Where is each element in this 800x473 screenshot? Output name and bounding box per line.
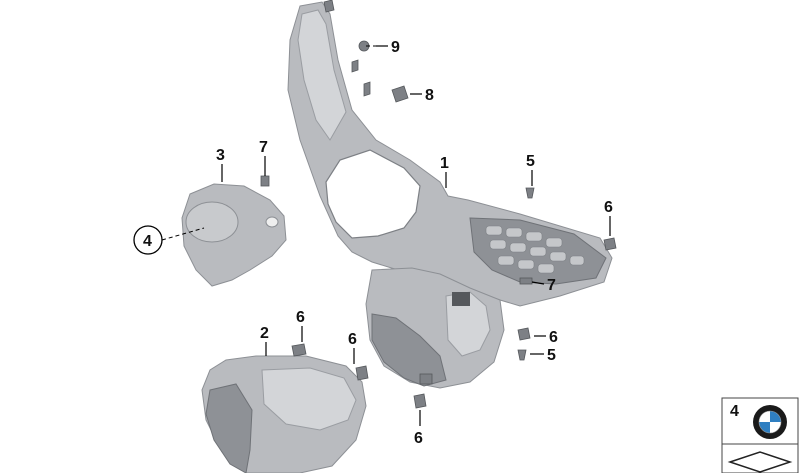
callout-4-circle [133, 225, 163, 255]
callout-7-right: 7 [547, 277, 556, 294]
part-7-left-screw [260, 175, 270, 187]
part-1-side-trim [287, 0, 613, 389]
part-5-bottom-screw [517, 349, 527, 361]
part-5-top-screw [525, 187, 535, 199]
callout-2: 2 [260, 325, 269, 342]
callout-lines [161, 45, 611, 426]
callout-6-topright: 6 [604, 199, 613, 216]
legend-item-number: 4 [730, 403, 739, 420]
callout-5-top: 5 [526, 153, 535, 170]
part-8-clip [391, 85, 409, 103]
bmw-logo-icon [753, 405, 787, 439]
part-7-right-screw [519, 277, 533, 285]
legend-box: 4 [721, 397, 799, 473]
callout-6-bottom: 6 [414, 430, 423, 447]
callout-3: 3 [216, 147, 225, 164]
part-6-left-nut [291, 343, 307, 357]
part-6-midright-nut [517, 327, 531, 341]
part-6-bottom-nut [413, 393, 427, 409]
wedge-shape-icon [727, 451, 793, 473]
part-6-topright-nut [603, 237, 617, 251]
hardware-items [260, 40, 617, 409]
callout-labels: 9 8 1 3 7 5 6 7 6 5 2 6 6 6 4 [133, 39, 613, 447]
part-6-center-nut [355, 365, 369, 381]
part-3-round-cover [181, 183, 287, 287]
callout-7-left: 7 [259, 139, 268, 156]
callout-1: 1 [440, 155, 449, 172]
callout-5-bottom: 5 [547, 347, 556, 364]
callout-6-left: 6 [296, 309, 305, 326]
part-2-lower-cover [201, 355, 367, 473]
callout-4: 4 [143, 233, 152, 250]
callout-6-center: 6 [348, 331, 357, 348]
callout-6-midright: 6 [549, 329, 558, 346]
callout-8: 8 [425, 87, 434, 104]
callout-9: 9 [391, 39, 400, 56]
